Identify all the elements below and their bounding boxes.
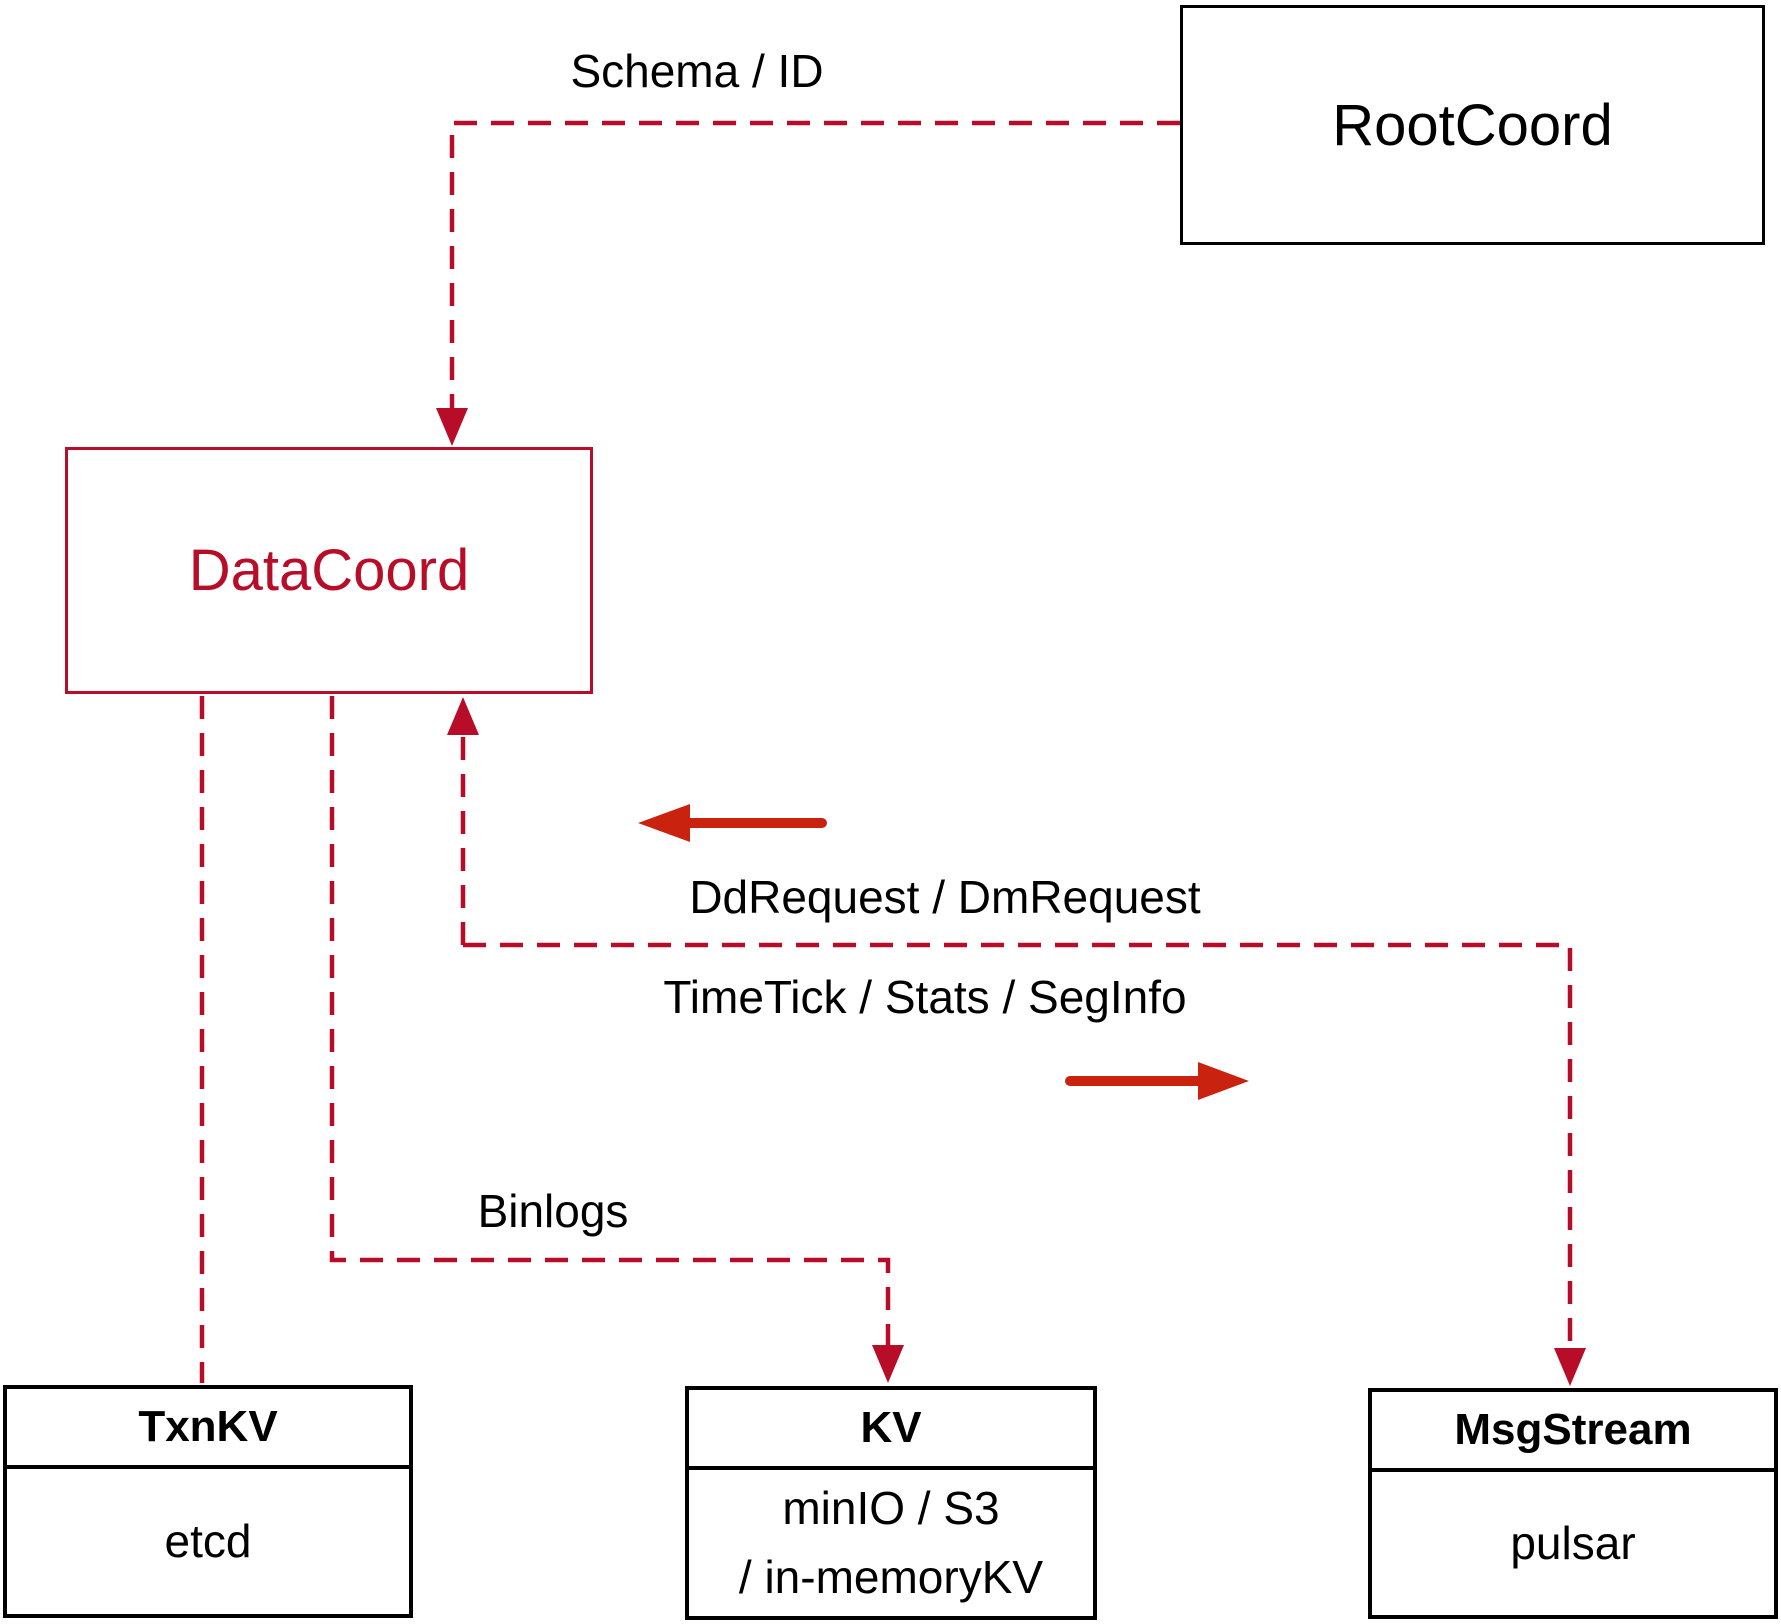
arrowhead-down-icon [436, 408, 468, 446]
node-kv-body-line1: minIO / S3 [782, 1482, 1000, 1534]
node-kv-body: minIO / S3 / in-memoryKV [689, 1470, 1093, 1616]
node-txnkv: TxnKV etcd [3, 1385, 413, 1618]
arrow-left-solid-head-icon [638, 804, 690, 842]
edge-bus-to-msgstream [463, 942, 1573, 1369]
arrowhead-down-icon [1554, 1348, 1586, 1386]
arrowhead-down-icon [872, 1345, 904, 1383]
edge-label-binlogs: Binlogs [477, 1185, 629, 1237]
node-datacoord-title: DataCoord [188, 538, 470, 603]
node-txnkv-body: etcd [7, 1469, 409, 1614]
arrow-right-solid-head-icon [1198, 1062, 1249, 1100]
node-msgstream-header: MsgStream [1372, 1392, 1774, 1472]
node-txnkv-title: TxnKV [138, 1402, 278, 1451]
node-kv-title: KV [860, 1403, 922, 1452]
node-kv-header: KV [689, 1390, 1093, 1470]
node-txnkv-body-text: etcd [164, 1515, 252, 1567]
node-kv-body-line2: / in-memoryKV [738, 1551, 1044, 1603]
edge-rootcoord-to-datacoord [449, 120, 1180, 430]
edge-label-dd-request: DdRequest / DmRequest [689, 871, 1201, 923]
node-msgstream-body-text: pulsar [1510, 1517, 1636, 1569]
edge-datacoord-to-kv [329, 696, 891, 1366]
edge-label-time-tick: TimeTick / Stats / SegInfo [663, 971, 1187, 1023]
node-rootcoord: RootCoord [1180, 5, 1765, 245]
node-msgstream-title: MsgStream [1454, 1405, 1692, 1454]
node-rootcoord-title: RootCoord [1332, 92, 1613, 158]
node-kv: KV minIO / S3 / in-memoryKV [685, 1386, 1097, 1620]
node-datacoord: DataCoord [65, 447, 593, 694]
node-txnkv-header: TxnKV [7, 1389, 409, 1469]
arrowhead-up-icon [447, 697, 479, 735]
node-msgstream-body: pulsar [1372, 1472, 1774, 1615]
edge-label-schema-id: Schema / ID [570, 45, 824, 97]
node-msgstream: MsgStream pulsar [1368, 1388, 1778, 1619]
